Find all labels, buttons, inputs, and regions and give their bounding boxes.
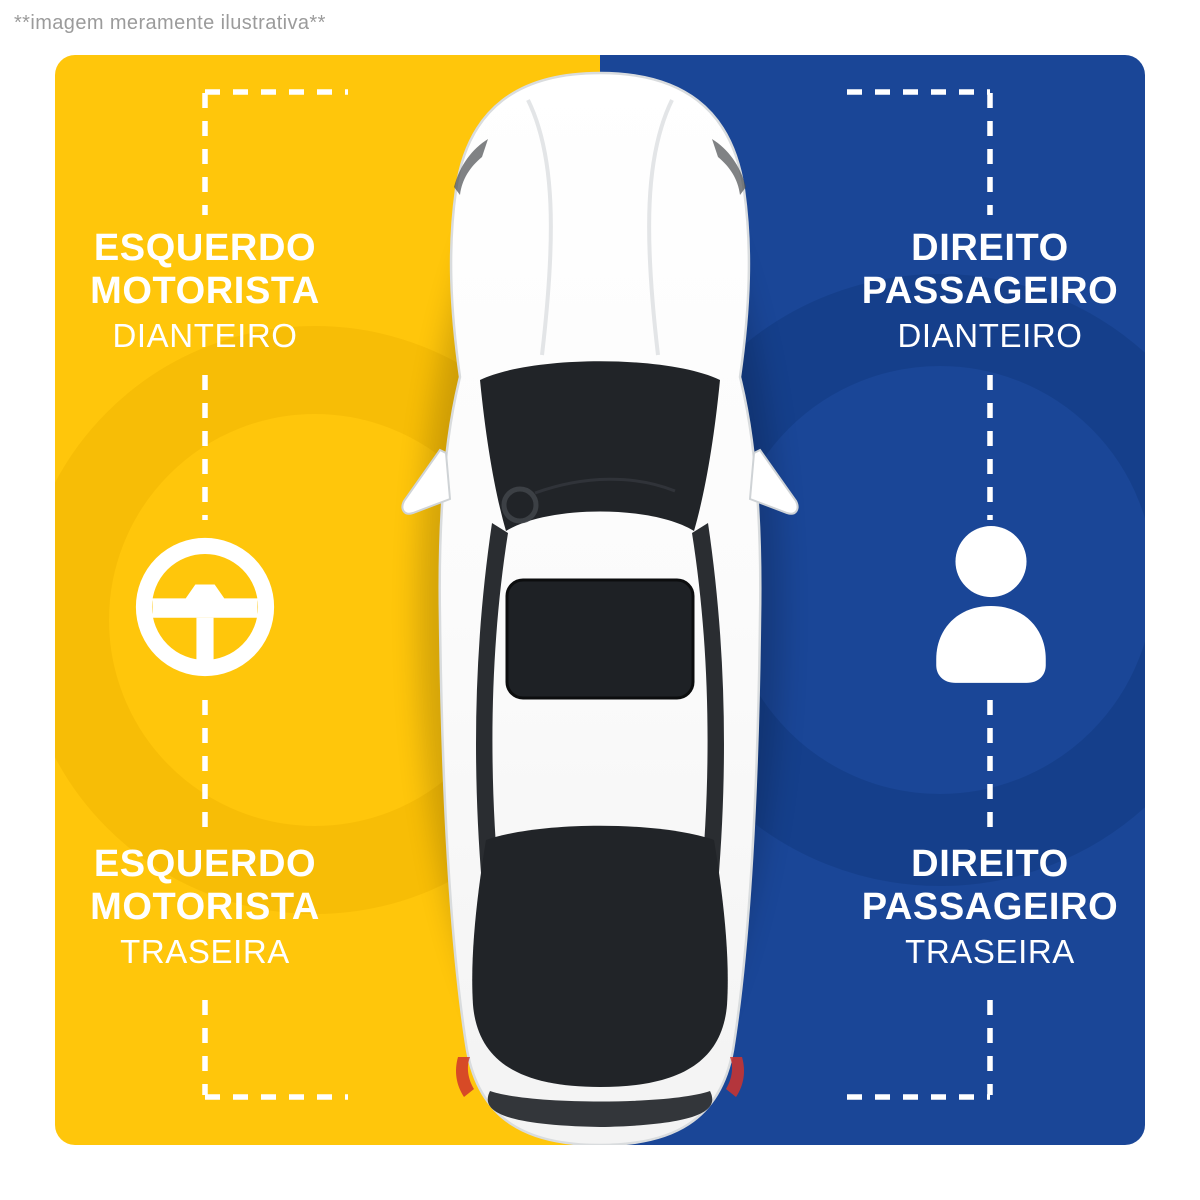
windshield bbox=[480, 361, 720, 531]
label-line: PASSAGEIRO bbox=[861, 270, 1119, 312]
side-mirror-right bbox=[748, 448, 799, 515]
label-line: TRASEIRA bbox=[120, 933, 290, 970]
label-line: PASSAGEIRO bbox=[861, 886, 1119, 928]
label-left-front: ESQUERDO MOTORISTA DIANTEIRO bbox=[55, 227, 355, 358]
hood-crease-left bbox=[526, 99, 553, 356]
label-line: DIREITO bbox=[911, 227, 1069, 269]
taillight-right bbox=[726, 1057, 744, 1097]
label-right-front: DIREITO PASSAGEIRO DIANTEIRO bbox=[840, 227, 1140, 358]
label-line: DIANTEIRO bbox=[897, 317, 1083, 354]
headlight-right bbox=[712, 139, 746, 195]
sunroof bbox=[505, 578, 695, 700]
rear-bumper bbox=[487, 1091, 713, 1127]
interior-steering-wheel bbox=[501, 486, 539, 524]
orientation-card: ESQUERDO MOTORISTA DIANTEIRO ESQUERDO MO… bbox=[55, 55, 1145, 1145]
label-line: TRASEIRA bbox=[905, 933, 1075, 970]
hood-crease-right bbox=[647, 99, 674, 356]
label-right-rear: DIREITO PASSAGEIRO TRASEIRA bbox=[840, 843, 1140, 974]
label-line: MOTORISTA bbox=[90, 270, 320, 312]
taillight-left bbox=[456, 1057, 474, 1097]
steering-wheel-icon bbox=[135, 537, 275, 677]
side-window-right bbox=[692, 523, 724, 905]
side-window-left bbox=[476, 523, 508, 905]
label-line: ESQUERDO bbox=[93, 843, 317, 885]
person-icon bbox=[936, 526, 1046, 683]
headlight-left bbox=[454, 139, 488, 195]
label-line: ESQUERDO bbox=[93, 227, 317, 269]
label-line: MOTORISTA bbox=[90, 886, 320, 928]
label-left-rear: ESQUERDO MOTORISTA TRASEIRA bbox=[55, 843, 355, 974]
label-line: DIANTEIRO bbox=[112, 317, 298, 354]
dashboard-hint bbox=[534, 477, 676, 495]
label-line: DIREITO bbox=[911, 843, 1069, 885]
disclaimer-text: **imagem meramente ilustrativa** bbox=[14, 12, 326, 34]
side-mirror-left bbox=[401, 448, 452, 515]
rear-window bbox=[472, 825, 728, 1087]
car-top-view-illustration bbox=[401, 71, 799, 1145]
